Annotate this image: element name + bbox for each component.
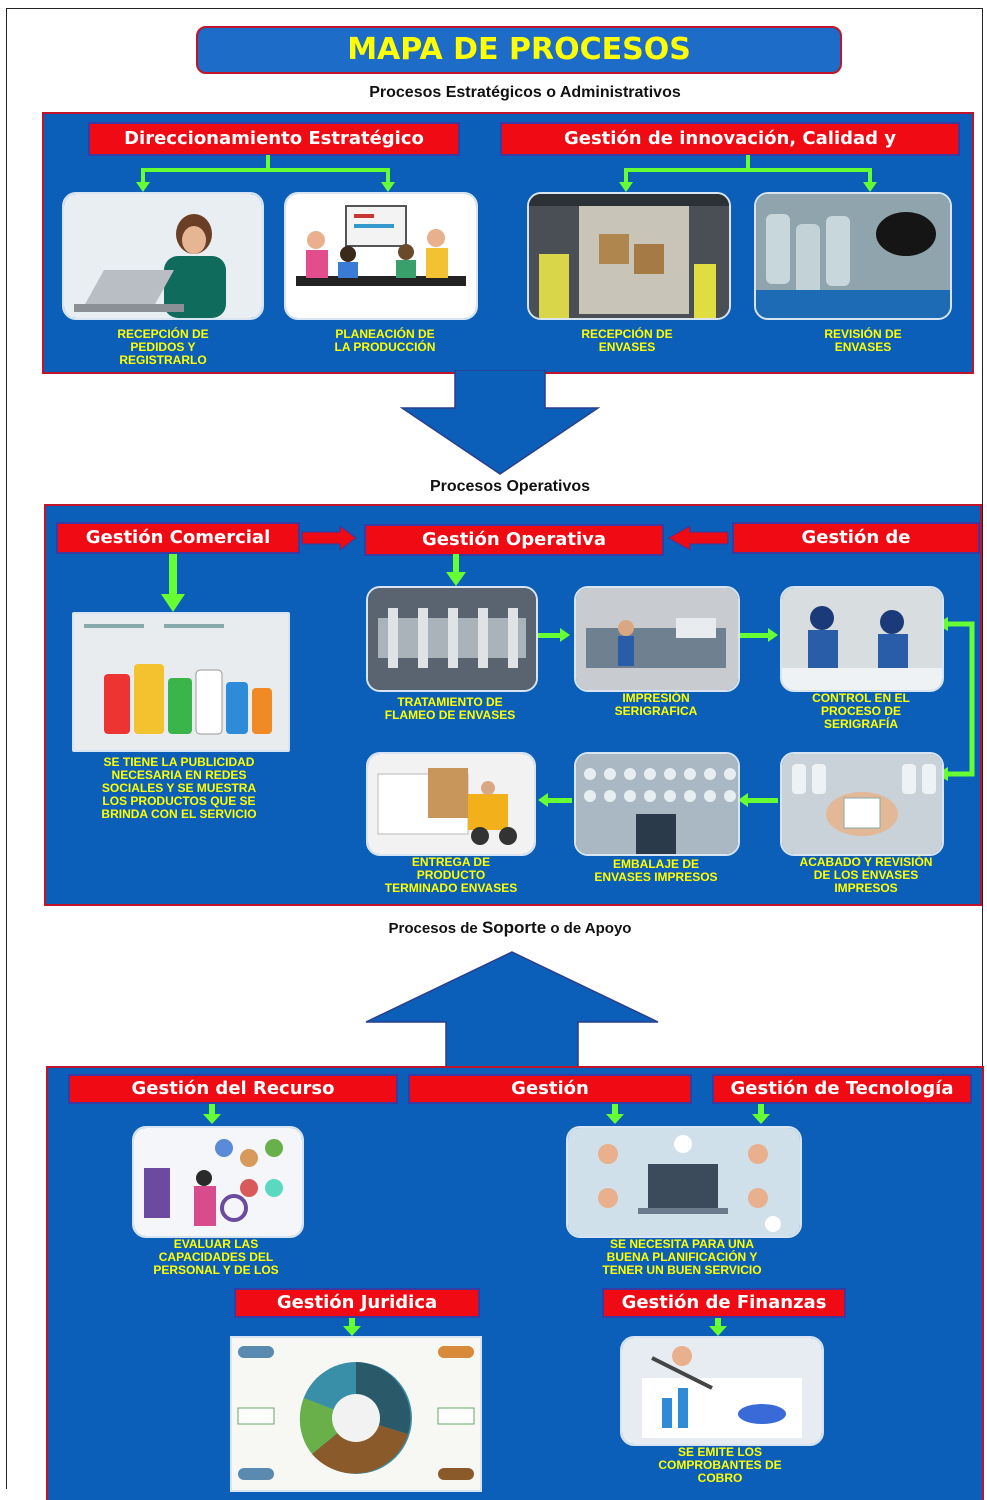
photo-revision-envases <box>754 192 952 320</box>
photo-embalaje <box>574 752 740 856</box>
caption-flameo: TRATAMIENTO DE FLAMEO DE ENVASES <box>384 695 516 722</box>
photo-gestion-red <box>566 1126 802 1238</box>
caption-recepcion-pedidos: RECEPCIÓN DE PEDIDOS Y REGISTRARLO <box>117 327 209 367</box>
box-gestion-recurso: Gestión del Recurso <box>68 1074 398 1104</box>
caption-recepcion-envases: RECEPCIÓN DE ENVASES <box>581 327 673 354</box>
photo-comercial-productos <box>72 612 290 752</box>
box-gestion-tecnologia: Gestión de Tecnología <box>712 1074 972 1104</box>
caption-control: CONTROL EN EL PROCESO DE SERIGRAFÍA <box>812 691 910 731</box>
photo-planeacion <box>284 192 478 320</box>
box-gestion-innovacion: Gestión de innovación, Calidad y <box>500 122 960 156</box>
operative-heading: Procesos Operativos <box>429 478 591 495</box>
photo-control <box>780 586 944 692</box>
box-gestion-operativa: Gestión Operativa <box>364 524 664 556</box>
strategic-connectors <box>136 155 877 192</box>
box-gestion: Gestión <box>408 1074 692 1104</box>
caption-gestion: SE NECESITA PARA UNA BUENA PLANIFICACIÓN… <box>602 1237 762 1277</box>
box-gestion-de: Gestión de <box>732 522 980 554</box>
support-heading-part3: o de Apoyo <box>550 920 632 937</box>
box-direccionamiento: Direccionamiento Estratégico <box>88 122 460 156</box>
down-arrow <box>400 370 600 475</box>
photo-modelo-juridico <box>230 1336 482 1492</box>
photo-impresion <box>574 586 740 692</box>
caption-planeacion: PLANEACIÓN DE LA PRODUCCIÓN <box>334 327 436 354</box>
support-heading: Procesos de Soporte o de Apoyo <box>250 918 770 938</box>
page-frame <box>6 8 983 1489</box>
caption-revision-envases: REVISIÓN DE ENVASES <box>824 327 902 354</box>
support-heading-part1: Procesos de <box>388 920 478 937</box>
page-title: MAPA DE PROCESOS <box>196 26 842 74</box>
photo-flameo <box>366 586 538 692</box>
photo-recepcion-envases <box>527 192 731 320</box>
box-gestion-finanzas: Gestión de Finanzas <box>602 1288 846 1318</box>
caption-impresion: IMPRESIÓN SERIGRAFICA <box>614 691 698 718</box>
caption-entrega: ENTREGA DE PRODUCTO TERMINADO ENVASES <box>384 855 518 895</box>
box-gestion-comercial: Gestión Comercial <box>56 522 300 554</box>
up-arrow <box>365 951 659 1071</box>
box-gestion-juridica: Gestión Juridica <box>234 1288 480 1318</box>
photo-recurso-humano <box>132 1126 304 1238</box>
caption-acabado: ACABADO Y REVISIÓN DE LOS ENVASES IMPRES… <box>799 855 933 895</box>
photo-finanzas <box>620 1336 824 1446</box>
strategic-heading: Procesos Estratégicos o Administrativos <box>369 84 681 101</box>
caption-embalaje: EMBALAJE DE ENVASES IMPRESOS <box>594 857 718 884</box>
photo-acabado <box>780 752 944 856</box>
support-connectors <box>203 1104 770 1336</box>
caption-recurso: EVALUAR LAS CAPACIDADES DEL PERSONAL Y D… <box>153 1237 279 1277</box>
operative-connectors <box>161 525 975 807</box>
photo-recepcion-pedidos <box>62 192 264 320</box>
caption-finanzas: SE EMITE LOS COMPROBANTES DE COBRO <box>658 1445 782 1485</box>
support-heading-part2: Soporte <box>481 918 547 937</box>
photo-entrega <box>366 752 536 856</box>
caption-comercial: SE TIENE LA PUBLICIDAD NECESARIA EN REDE… <box>101 755 257 821</box>
